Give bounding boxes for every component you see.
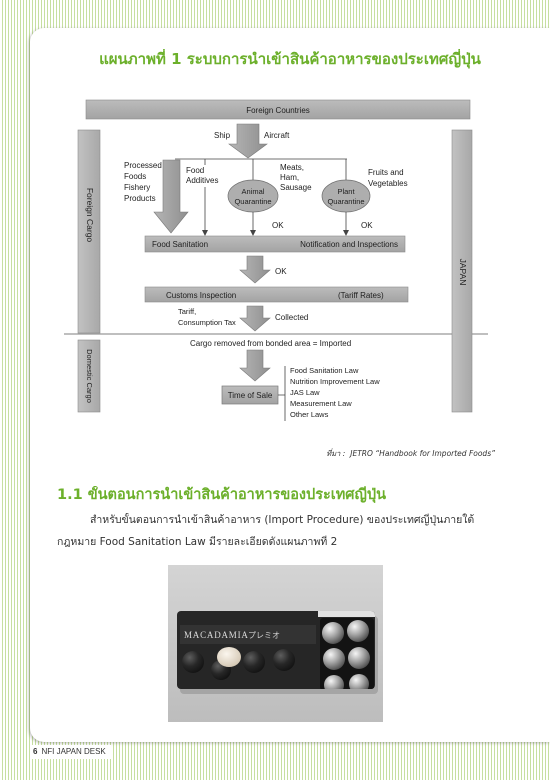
food-sanitation-label: Food Sanitation xyxy=(152,240,208,249)
figure-source: ที่มา : JETRO “Handbook for Imported Food… xyxy=(326,449,495,459)
processed-label-3: Fishery xyxy=(124,183,150,192)
chocolate-ball xyxy=(182,651,204,673)
processed-label-4: Products xyxy=(124,194,156,203)
customs-inspection-label: Customs Inspection xyxy=(166,291,236,300)
food-additives-label-2: Additives xyxy=(186,176,218,185)
publication-name: NFI JAPAN DESK xyxy=(41,747,106,756)
foil-chocolate xyxy=(348,647,370,669)
tariff-tax-label-2: Consumption Tax xyxy=(178,318,236,327)
japan-label: JAPAN xyxy=(458,259,468,286)
sanitation-pass-arrow xyxy=(239,255,271,284)
time-of-sale-label: Time of Sale xyxy=(228,391,273,400)
label-band xyxy=(180,625,316,644)
foreign-countries-bar xyxy=(85,99,471,120)
chocolate-ball xyxy=(273,649,295,671)
arrival-arrow xyxy=(228,123,268,159)
foil-chocolate xyxy=(323,648,345,670)
animal-ok-label: OK xyxy=(272,221,284,230)
processed-label-1: Processed xyxy=(124,161,162,170)
meats-label-1: Meats, xyxy=(280,163,304,172)
cargo-removed-label: Cargo removed from bonded area = Importe… xyxy=(190,339,351,348)
tariff-tax-label-1: Tariff, xyxy=(178,307,196,316)
food-additives-arrowhead xyxy=(202,230,208,236)
foil-chocolate xyxy=(347,620,369,642)
meats-label-3: Sausage xyxy=(280,183,312,192)
animal-quarantine-label-1: Animal xyxy=(242,187,265,196)
foreign-countries-label: Foreign Countries xyxy=(246,106,310,115)
plant-quarantine-arrowhead xyxy=(343,230,349,236)
processed-label-2: Foods xyxy=(124,172,146,181)
laws-bracket xyxy=(278,366,286,421)
box-lid-edge xyxy=(318,611,375,617)
foreign-cargo-label: Foreign Cargo xyxy=(85,188,95,243)
distribution-connector xyxy=(175,158,347,180)
plant-ok-label: OK xyxy=(361,221,373,230)
plant-quarantine-label-2: Quarantine xyxy=(327,197,364,206)
animal-quarantine-node xyxy=(227,179,279,213)
foil-chocolate xyxy=(349,674,369,689)
law-item: Nutrition Improvement Law xyxy=(290,377,380,386)
foil-chocolate xyxy=(322,622,344,644)
paragraph-line-2: กฎหมาย Food Sanitation Law มีรายละเอียดด… xyxy=(57,536,338,548)
box-contents: MACADAMIA プレミオ xyxy=(180,611,375,689)
aircraft-label: Aircraft xyxy=(264,131,290,140)
foil-chocolate xyxy=(324,675,344,689)
customs-pass-arrow xyxy=(239,305,271,332)
fruits-label-2: Vegetables xyxy=(368,179,408,188)
foreign-cargo-bar xyxy=(77,129,101,334)
sanitation-ok-label: OK xyxy=(275,267,287,276)
processed-foods-arrow xyxy=(153,159,189,234)
law-item: Other Laws xyxy=(290,410,329,419)
law-item: Measurement Law xyxy=(290,399,352,408)
figure-title: แผนภาพที่ 1 ระบบการนำเข้าสินค้าอาหารของป… xyxy=(99,50,481,68)
product-photo: MACADAMIA プレミオ xyxy=(168,565,383,722)
meats-label-2: Ham, xyxy=(280,173,299,182)
japan-bar xyxy=(451,129,473,413)
imported-arrow xyxy=(239,349,271,382)
plant-quarantine-label-1: Plant xyxy=(337,187,355,196)
fruits-label-1: Fruits and xyxy=(368,168,404,177)
animal-quarantine-arrowhead xyxy=(250,230,256,236)
collected-label: Collected xyxy=(275,313,308,322)
plant-quarantine-node xyxy=(321,179,371,213)
source-text: JETRO “Handbook for Imported Foods” xyxy=(350,449,495,458)
ship-label: Ship xyxy=(214,131,231,140)
box-label-sub: プレミオ xyxy=(248,631,280,640)
animal-quarantine-label-2: Quarantine xyxy=(234,197,271,206)
box-label-brand: MACADAMIA xyxy=(184,630,249,640)
page-number: 6 xyxy=(33,747,38,756)
macadamia-nut xyxy=(217,647,241,667)
paragraph-line-1: สำหรับขั้นตอนการนำเข้าสินค้าอาหาร (Impor… xyxy=(90,514,475,526)
import-system-diagram: Foreign Countries Foreign Cargo Domestic… xyxy=(64,99,488,421)
domestic-cargo-bar xyxy=(77,339,101,413)
law-item: Food Sanitation Law xyxy=(290,366,359,375)
food-additives-label-1: Food xyxy=(186,166,204,175)
domestic-cargo-label: Domestic Cargo xyxy=(85,349,94,403)
section-heading: 1.1 ขั้นตอนการนำเข้าสินค้าอาหารของประเทศ… xyxy=(57,487,386,503)
notification-label: Notification and Inspections xyxy=(300,240,398,249)
customs-inspection-bar xyxy=(144,286,409,303)
food-sanitation-bar xyxy=(144,235,406,253)
source-label: ที่มา : xyxy=(326,449,346,458)
tariff-rates-label: (Tariff Rates) xyxy=(338,291,384,300)
law-item: JAS Law xyxy=(290,388,320,397)
chocolate-ball xyxy=(243,651,265,673)
